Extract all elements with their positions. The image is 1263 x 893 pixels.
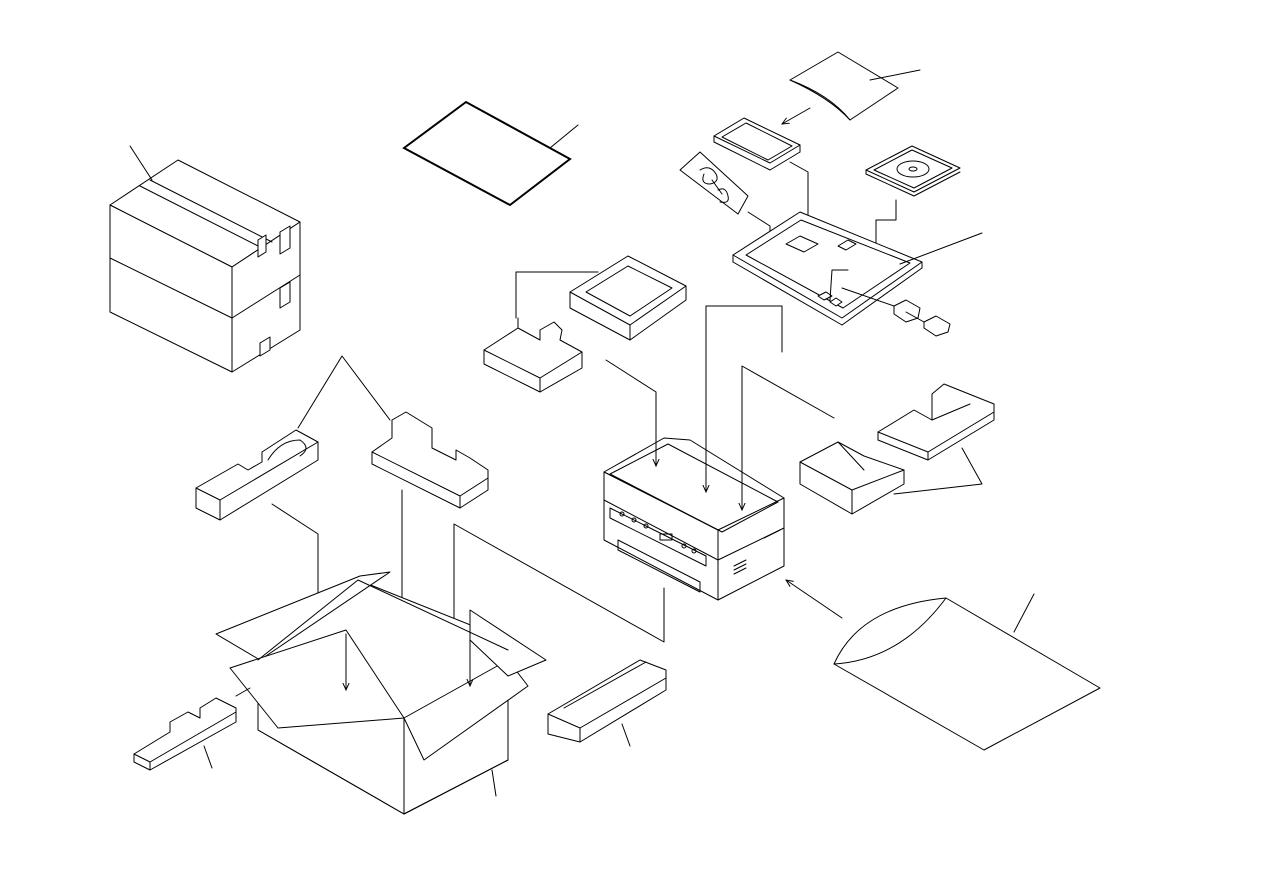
arrow (782, 107, 811, 124)
leader-line (129, 145, 153, 181)
manual-sheet (402, 100, 579, 207)
leader-line (893, 447, 983, 495)
open-carton (215, 571, 547, 815)
leader-line (621, 723, 631, 747)
right-foam-blocks (799, 383, 995, 515)
arrow (706, 305, 783, 492)
arrow (742, 365, 835, 510)
arrow (786, 580, 843, 619)
shipping-carton-closed (109, 145, 301, 373)
front-spacer (547, 659, 667, 747)
top-foam-frame (569, 255, 687, 341)
top-foam-corner (483, 271, 599, 393)
leader-line (491, 769, 497, 797)
ink-cartridge (841, 287, 951, 337)
arrow (605, 359, 656, 466)
arrow (454, 523, 665, 668)
left-end-cushions (195, 355, 489, 690)
side-spacer (133, 687, 251, 771)
leader-line (1013, 593, 1035, 633)
cable-pouch (782, 51, 921, 124)
cable-bag (679, 151, 770, 268)
leader-line (869, 69, 921, 81)
document-holder (713, 117, 808, 240)
leader-line (899, 232, 983, 265)
leader-line (515, 271, 599, 319)
leader-line (297, 355, 391, 429)
leader-line (549, 124, 579, 149)
accessory-tray (732, 211, 983, 326)
dust-bag (786, 580, 1101, 751)
printer-unit (454, 305, 835, 668)
leader-line (203, 745, 213, 769)
